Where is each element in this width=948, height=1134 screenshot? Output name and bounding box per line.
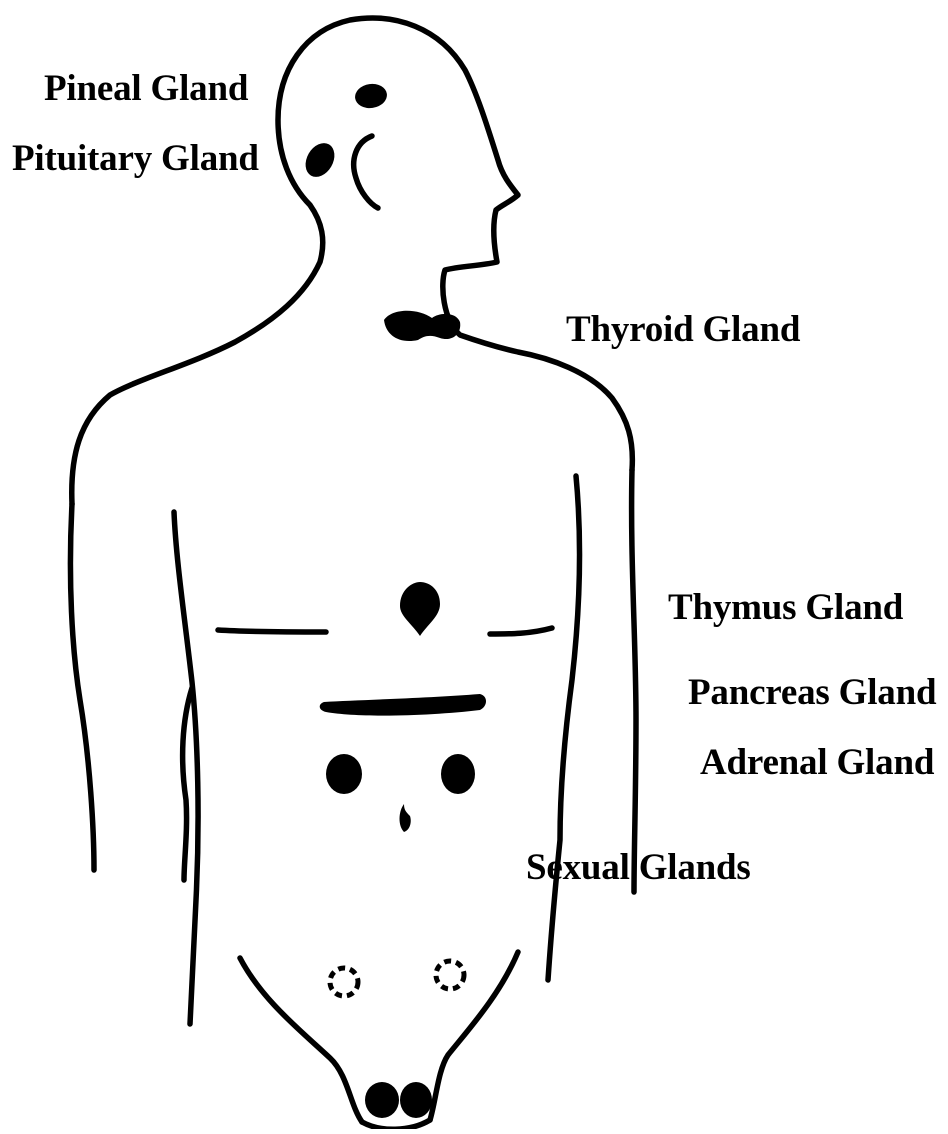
- pituitary-gland-shape: [300, 138, 341, 182]
- adrenal-gland-label: Adrenal Gland: [700, 744, 934, 781]
- thymus-gland-label: Thymus Gland: [668, 589, 903, 626]
- thyroid-gland-shape: [384, 311, 460, 341]
- thyroid-gland-label: Thyroid Gland: [566, 311, 800, 348]
- right-groin-line: [430, 952, 518, 1120]
- sexual-glands-label: Sexual Glands: [526, 849, 751, 886]
- pancreas-gland-shape: [320, 694, 486, 716]
- pineal-gland-shape: [353, 82, 388, 110]
- pineal-gland-label: Pineal Gland: [44, 70, 248, 107]
- right-adrenal-gland-shape: [441, 754, 475, 794]
- left-forearm-line: [183, 688, 192, 880]
- pancreas-gland-label: Pancreas Gland: [688, 674, 936, 711]
- left-ovary-shape: [330, 968, 358, 996]
- left-testis-shape: [365, 1082, 399, 1118]
- right-chest-line: [490, 628, 552, 634]
- pituitary-gland-label: Pituitary Gland: [12, 140, 259, 177]
- left-groin-line: [240, 958, 362, 1122]
- ear-outline: [354, 136, 378, 208]
- thymus-gland-shape: [400, 582, 440, 636]
- left-torso-line: [174, 512, 198, 1024]
- left-arm-outer-line: [70, 504, 94, 870]
- right-ovary-shape: [436, 961, 464, 989]
- left-chest-line: [218, 630, 326, 632]
- left-adrenal-gland-shape: [326, 754, 362, 794]
- navel-mark: [400, 804, 411, 832]
- crotch-line: [362, 1120, 430, 1129]
- right-testis-shape: [400, 1082, 432, 1118]
- right-arm-outer-line: [632, 470, 636, 892]
- right-torso-line: [548, 476, 579, 980]
